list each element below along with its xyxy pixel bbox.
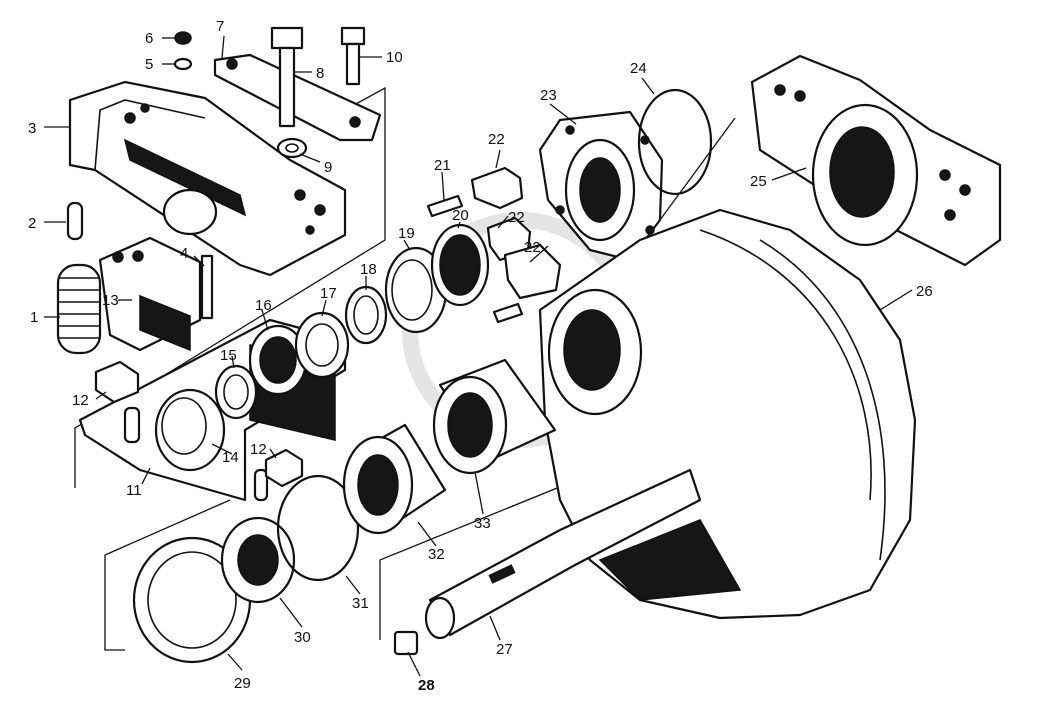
callout-31: 31 (352, 595, 369, 612)
callout-28: 28 (418, 677, 435, 694)
o-ring-24 (637, 88, 713, 196)
shaft-27 (424, 468, 702, 640)
bushing-33 (432, 358, 557, 475)
pin-2 (66, 201, 84, 241)
callout-15: 15 (220, 347, 237, 364)
washer-30 (220, 516, 296, 604)
main-housing-26 (538, 208, 917, 620)
bearing-16 (248, 324, 308, 396)
callout-9: 9 (324, 159, 332, 176)
callout-2: 2 (28, 215, 36, 232)
callout-33: 33 (474, 515, 491, 532)
callout-3: 3 (28, 120, 36, 137)
callout-labels: 1 2 3 4 5 6 7 8 9 10 11 12 12 13 14 15 1… (28, 18, 933, 694)
flange-23 (538, 110, 664, 262)
ring-18 (344, 285, 388, 345)
block-12-left (94, 360, 140, 404)
leader-lines (44, 35, 913, 677)
callout-20: 20 (452, 207, 469, 224)
callout-11: 11 (126, 482, 142, 499)
callout-8: 8 (316, 65, 324, 82)
callout-23: 23 (540, 87, 557, 104)
screw-21 (426, 194, 464, 218)
callout-16: 16 (255, 297, 272, 314)
gasket-20 (430, 223, 490, 307)
bracket-13 (98, 236, 202, 352)
callout-5: 5 (145, 56, 153, 73)
seal-17 (294, 311, 350, 379)
callout-7: 7 (216, 18, 224, 35)
ring-31 (276, 474, 360, 582)
callout-29: 29 (234, 675, 251, 692)
stud-4 (200, 254, 214, 320)
callout-18: 18 (360, 261, 377, 278)
bearing-32 (342, 423, 447, 535)
ring-15 (214, 364, 258, 420)
bolt-10 (340, 26, 366, 86)
callout-27: 27 (496, 641, 513, 658)
locking-plate-29 (132, 536, 252, 664)
plug-28 (393, 630, 419, 656)
callout-19: 19 (398, 225, 415, 242)
nut-6 (174, 31, 192, 45)
pillow-block-25 (750, 54, 1002, 267)
callout-26: 26 (916, 283, 933, 300)
callout-22-mid: 22 (508, 209, 525, 226)
spring-1 (56, 263, 102, 355)
callout-25: 25 (750, 173, 767, 190)
callout-6: 6 (145, 30, 153, 47)
callout-1: 1 (30, 309, 38, 326)
callout-21: 21 (434, 157, 451, 174)
callout-30: 30 (294, 629, 311, 646)
bolt-8 (270, 26, 304, 128)
callout-32: 32 (428, 546, 445, 563)
block-12-right (264, 448, 304, 488)
callout-22-top: 22 (488, 131, 505, 148)
screw-22-small (492, 302, 524, 324)
callout-12-right: 12 (250, 441, 267, 458)
callout-22-low: 22 (524, 239, 541, 256)
lock-plate-22-top (470, 166, 524, 210)
washer-9 (276, 137, 308, 159)
callout-13: 13 (102, 292, 119, 309)
callout-24: 24 (630, 60, 647, 77)
callout-4: 4 (180, 245, 188, 262)
clamp-plate-7 (213, 53, 382, 142)
callout-10: 10 (386, 49, 403, 66)
bearing-cap-3 (68, 80, 347, 277)
lock-plate-22-low (503, 243, 562, 300)
callout-12-left: 12 (72, 392, 89, 409)
washer-5 (173, 57, 193, 71)
callout-17: 17 (320, 285, 337, 302)
sleeve-14 (154, 388, 226, 472)
callout-14: 14 (222, 449, 239, 466)
